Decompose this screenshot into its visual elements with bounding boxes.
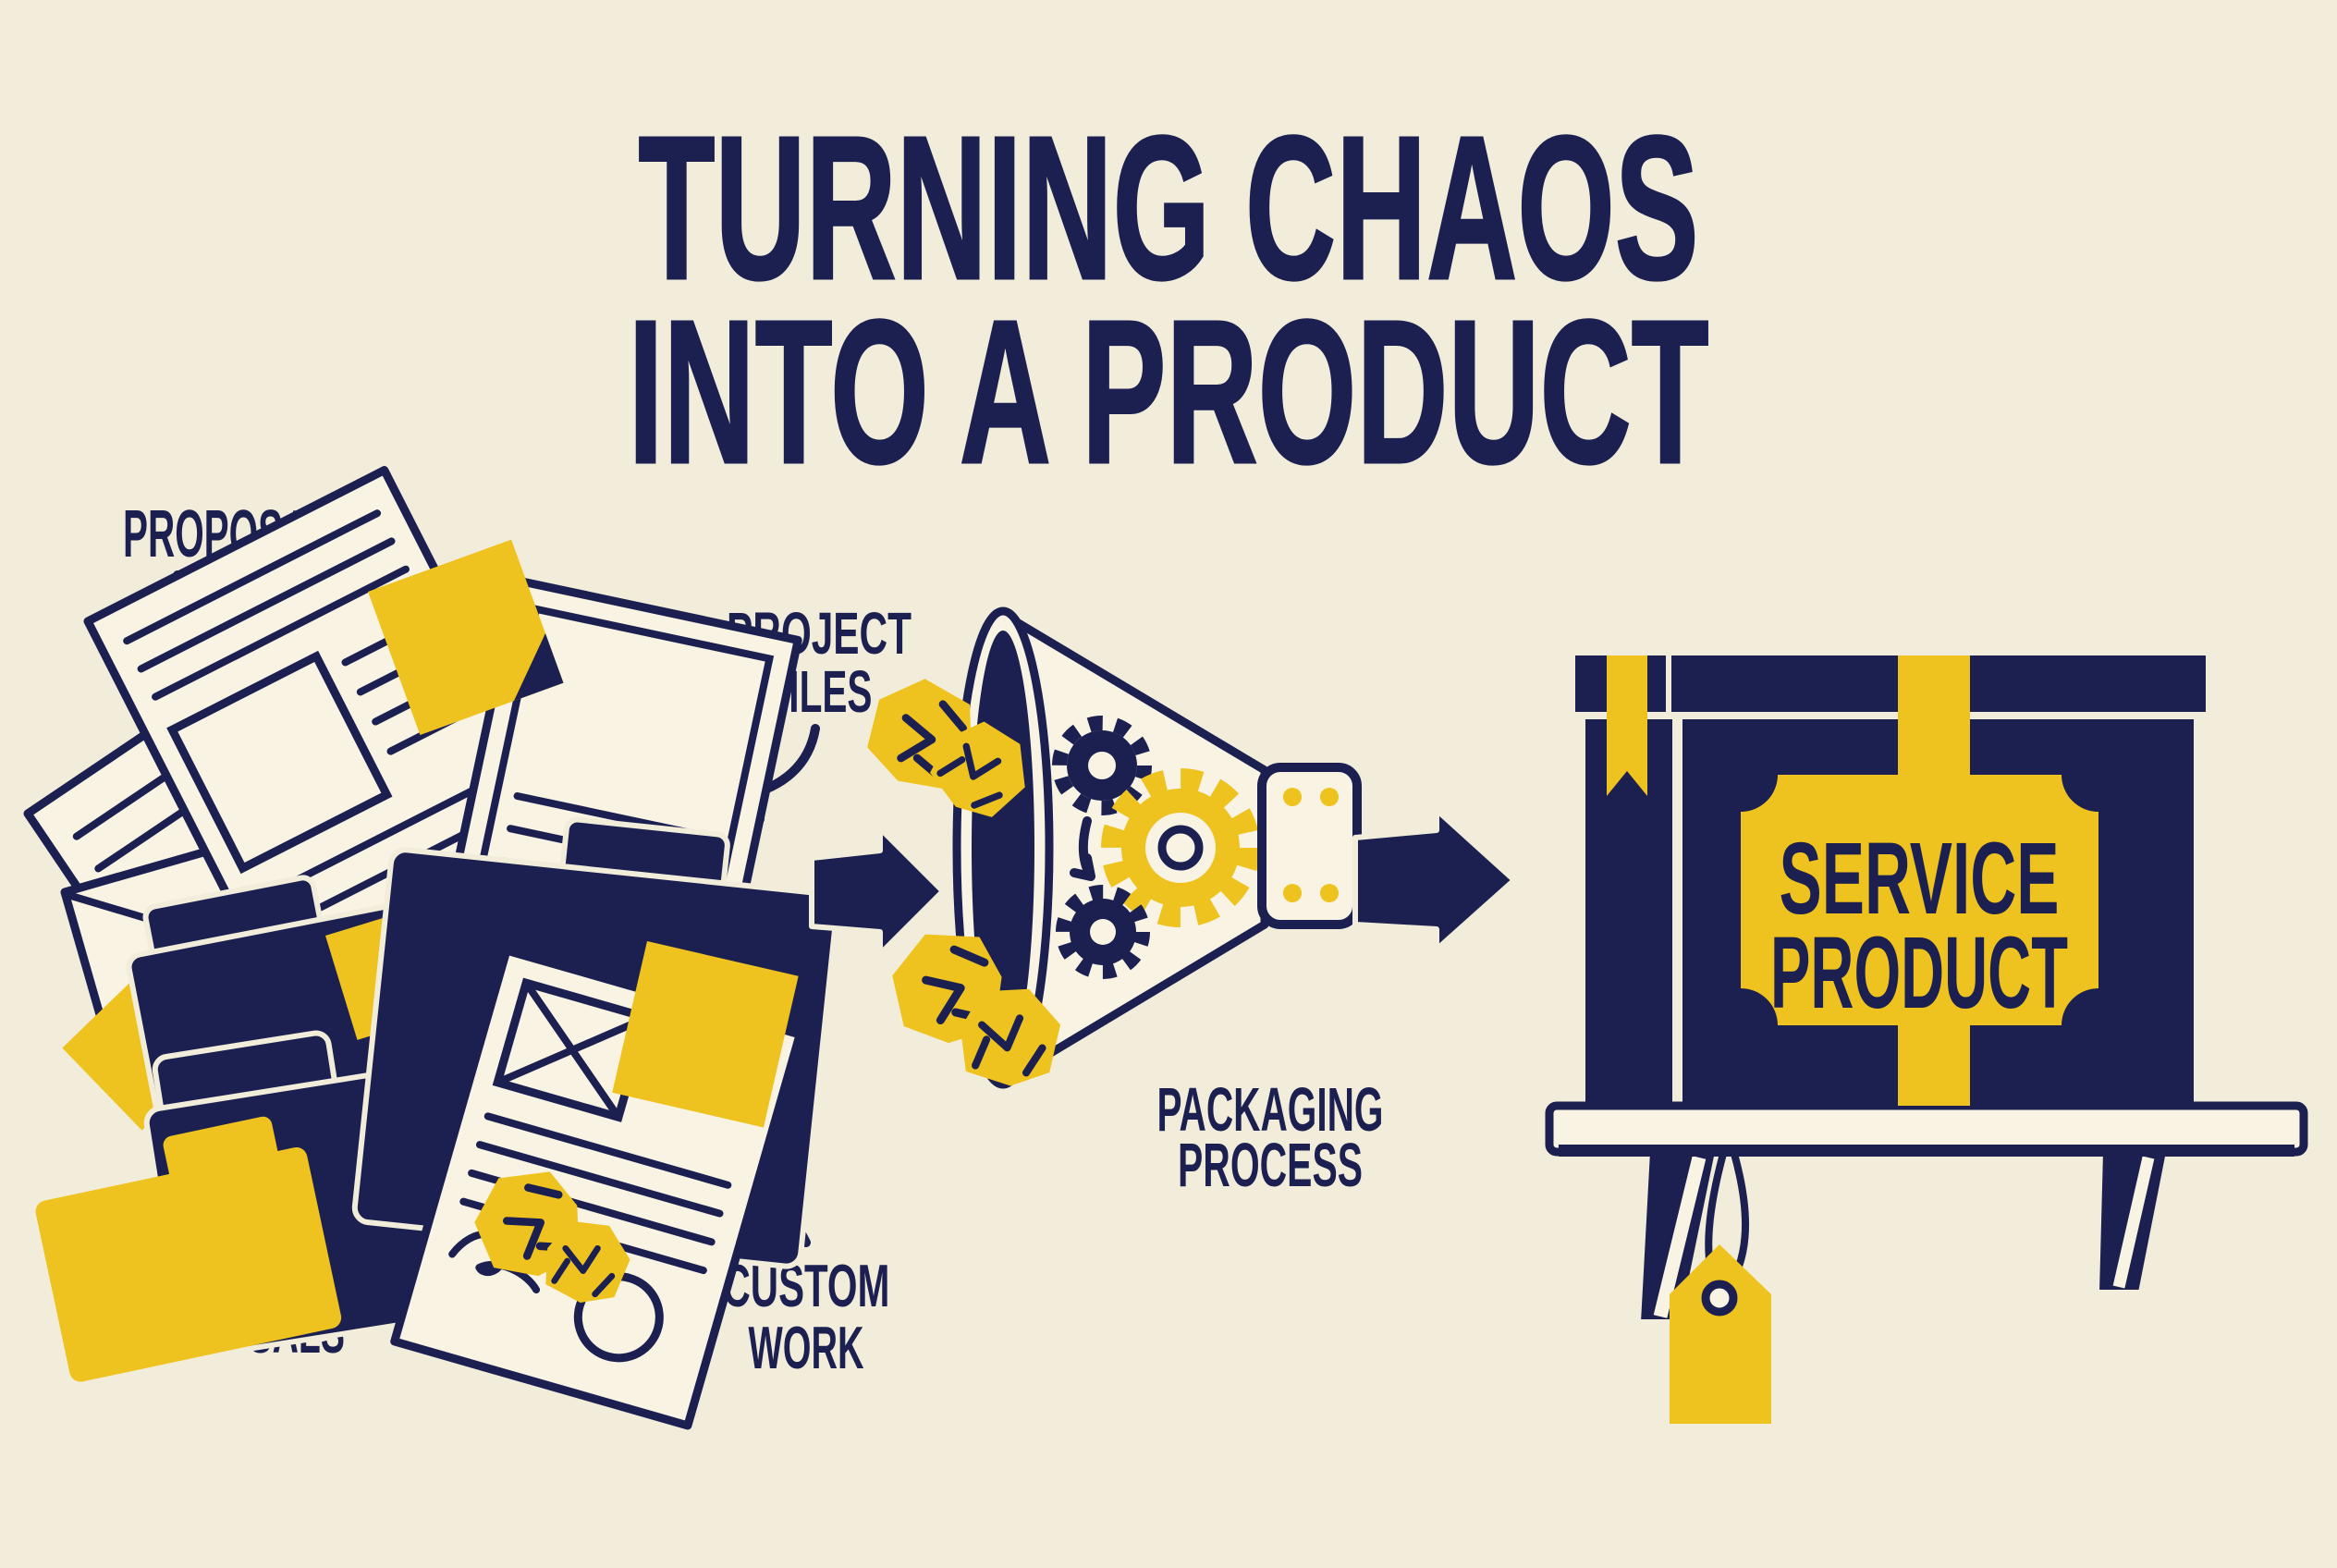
shelf-leg-right [2094,1149,2172,1295]
title-line-2: INTO A PRODUCT [629,277,1709,506]
gear-rotation-arrow [1070,816,1095,881]
label-plaque [1741,775,2098,1025]
price-tag-icon [1670,1150,1771,1424]
sticky-note-top [368,539,564,736]
funnel-spout-arrow [1352,807,1517,952]
gear-top-icon [1052,716,1152,815]
label-packaging-2: PROCESS [1178,1131,1363,1200]
title: TURNING CHAOS INTO A PRODUCT [627,92,1710,508]
packaging-funnel: PACKAGING PROCESS [862,606,1517,1200]
service-product-display: SERVICE PRODUCT [1545,655,2308,1424]
title-line-1: TURNING CHAOS [639,93,1699,322]
ribbon-bookmark [1607,655,1647,796]
tag-grommet [1701,1280,1738,1317]
shelf-edge [1559,1145,2294,1157]
box-label-line-2: PRODUCT [1770,916,2068,1030]
folder-yellow [35,1116,342,1382]
flow-arrow-left [809,826,946,957]
label-packaging-1: PACKAGING [1157,1075,1384,1145]
document-pile [23,466,840,1430]
wrapped-box-icon: SERVICE PRODUCT [1575,655,2206,1106]
funnel-rivets [1283,788,1339,902]
tag-body [1670,1244,1771,1424]
gear-yellow-icon [1101,768,1260,927]
box-side-panel [1585,719,1672,1106]
box-label-line-1: SERVICE [1780,822,2060,936]
funnel-neck [1257,763,1362,929]
label-custom-work-2: WORK [749,1314,864,1381]
sticky-note-right [612,941,799,1128]
gear-bottom-icon [1056,885,1150,979]
